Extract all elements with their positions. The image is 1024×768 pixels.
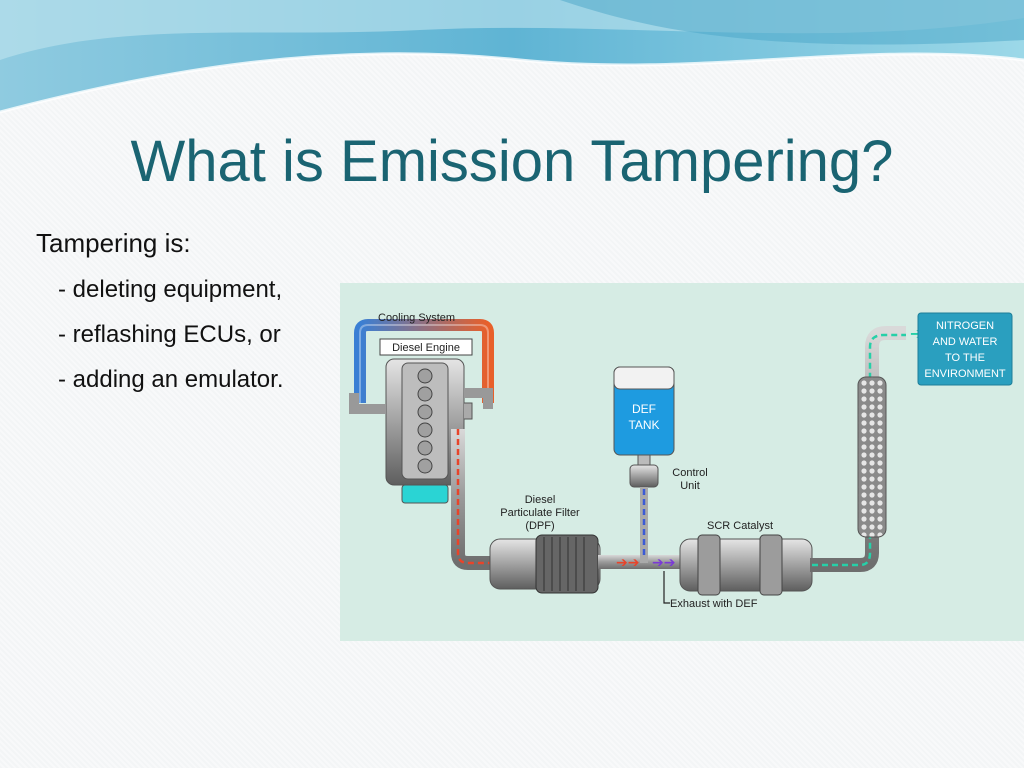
tailpipe: ➔ — [810, 326, 923, 572]
env-label-line2: AND WATER — [933, 336, 998, 348]
bullet-item: - adding an emulator. — [58, 366, 284, 393]
environment-box: NITROGEN AND WATER TO THE ENVIRONMENT — [917, 312, 1013, 386]
dpf-label-line1: Diesel — [525, 494, 556, 506]
exhaust-pipe-engine — [451, 402, 490, 570]
env-label-line1: NITROGEN — [936, 320, 994, 332]
exhaust-arrows: ➔➔ — [616, 554, 640, 570]
dpf-label-line3: (DPF) — [525, 520, 554, 532]
env-label-line3: TO THE — [945, 352, 985, 364]
bullet-item: - deleting equipment, — [58, 276, 283, 303]
def-tank-label-line1: DEF — [632, 402, 656, 416]
scr-catalyst-label: SCR Catalyst — [707, 520, 773, 532]
cooling-system: Cooling System — [354, 312, 494, 403]
header-wave-decoration — [0, 0, 1024, 114]
bullet-item: - reflashing ECUs, or — [58, 321, 281, 348]
exhaust-with-def-label: Exhaust with DEF — [670, 598, 758, 610]
bullet-list: - deleting equipment, - reflashing ECUs,… — [58, 272, 283, 407]
diesel-engine: Diesel Engine — [349, 338, 493, 504]
exhaust-pipe-mid: ➔➔ ➔➔ — [598, 554, 684, 570]
def-tank: DEF TANK — [613, 366, 675, 563]
def-tank-label-line2: TANK — [628, 418, 659, 432]
intro-text: Tampering is: — [36, 228, 191, 258]
diesel-engine-label: Diesel Engine — [392, 342, 460, 354]
emission-system-diagram: Cooling System Diesel Engine — [340, 283, 1024, 641]
control-unit-label-line1: Control — [672, 467, 707, 479]
cooling-system-label: Cooling System — [378, 312, 455, 324]
scr-catalyst: SCR Catalyst — [679, 520, 813, 596]
slide-title: What is Emission Tampering? — [130, 129, 894, 194]
mixed-arrows: ➔➔ — [652, 554, 676, 570]
dpf-filter: Diesel Particulate Filter (DPF) — [489, 494, 601, 594]
env-label-line4: ENVIRONMENT — [924, 368, 1006, 380]
control-unit-label-line2: Unit — [680, 480, 700, 492]
dpf-label-line2: Particulate Filter — [500, 507, 580, 519]
